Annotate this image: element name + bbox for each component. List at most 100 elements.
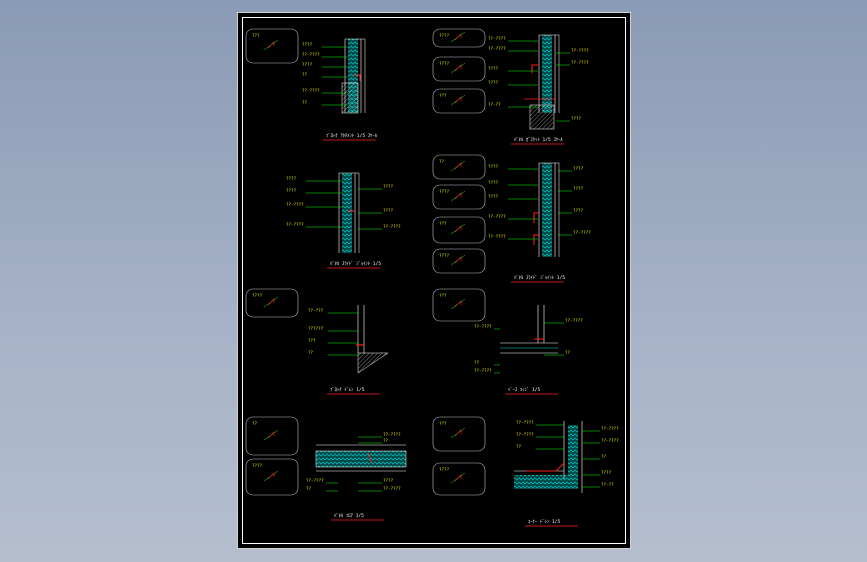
- detail-key-box: [432, 184, 486, 210]
- d7-label: ??-????: [383, 486, 401, 491]
- detail-caption: ﾌﾞﾛｯｸ ﾄﾞﾚﾝ 1/5: [330, 386, 365, 393]
- drawing-sheet: ????????????????????????????????????????…: [237, 12, 631, 549]
- detail-key-box: [432, 416, 486, 452]
- key-mark: [454, 64, 462, 72]
- d2-label: ????: [488, 66, 499, 71]
- d3-label: ????: [286, 188, 297, 193]
- d1-label: ??: [302, 72, 308, 77]
- d4-label: ??-????: [488, 214, 506, 219]
- detail-key-box: [432, 88, 486, 114]
- drawing-frame: [242, 17, 626, 544]
- d4r-label: ????: [573, 186, 584, 191]
- d1-insulation: [348, 39, 358, 113]
- d6l-label: ??-????: [474, 368, 492, 373]
- d5-floor: [357, 352, 389, 374]
- key-mark: [454, 96, 462, 104]
- d6-label: ??: [565, 350, 571, 355]
- d2-sealant: [531, 64, 538, 73]
- detail-key-box: [432, 216, 486, 244]
- detail-key-box: [245, 416, 299, 456]
- d4r-label: ????: [573, 208, 584, 213]
- d7-sealant: [367, 452, 373, 464]
- cad-drawing: ????????????????????????????????????????…: [245, 28, 619, 527]
- d2-label: ??-??: [488, 102, 501, 107]
- d2-label: ??-????: [488, 36, 506, 41]
- key-label: ??: [252, 421, 258, 426]
- d4-label: ??-????: [488, 234, 506, 239]
- d8r-label: ??-??: [601, 482, 614, 487]
- detail-key-box: [432, 56, 486, 82]
- d1-label: ????: [302, 62, 313, 67]
- d6l-label: ??: [474, 360, 480, 365]
- d6l-label: ??-????: [474, 324, 492, 329]
- detail-key-box: [432, 154, 486, 180]
- detail-caption: ﾌﾞﾛｯｸ ｱﾀﾁﾒﾝﾄ 1/5 ｽｹｰﾙ: [326, 132, 378, 139]
- d7-slab: [315, 450, 407, 468]
- d4r-label: ????: [573, 166, 584, 171]
- detail-caption: ﾊﾟﾈﾙ ｶﾞｽｹｯﾄ 1/5 ｽｹｰﾙ: [514, 136, 563, 143]
- d8-insulation-v: [568, 425, 578, 489]
- d7-label: ??: [383, 438, 389, 443]
- d8-sealant: [526, 462, 565, 472]
- key-label: ????: [439, 189, 450, 194]
- d4-label: ????: [488, 194, 499, 199]
- d3-label: ??-????: [286, 202, 304, 207]
- d3r-label: ????: [383, 208, 394, 213]
- d8r-label: ??-????: [601, 426, 619, 431]
- d5-label: ???: [308, 338, 316, 343]
- key-mark: [267, 472, 275, 480]
- detail-key-box: [432, 462, 486, 496]
- key-label: ???: [439, 421, 447, 426]
- detail-key-box: [245, 288, 299, 318]
- key-mark: [267, 431, 275, 439]
- d6-label: ??-????: [565, 318, 583, 323]
- key-label: ???: [439, 93, 447, 98]
- d8-label: ??-????: [516, 420, 534, 425]
- d3r-label: ????: [383, 184, 394, 189]
- d1-label: ??: [302, 100, 308, 105]
- d1-label: ??-????: [302, 88, 320, 93]
- detail-key-box: [245, 458, 299, 496]
- d2-insulation: [542, 35, 552, 113]
- key-label: ????: [252, 463, 263, 468]
- d2r-label: ??-????: [571, 48, 589, 53]
- detail-caption: ﾊﾟﾈﾙ ｽﾗｲﾄﾞ ｼﾞｮｲﾝﾄ 1/5: [330, 260, 381, 267]
- key-mark: [454, 162, 462, 170]
- d4r-label: ??-????: [573, 230, 591, 235]
- d7-label: ??-????: [383, 432, 401, 437]
- detail-caption: ｺｰﾅｰ ﾄﾞﾚﾝ 1/5: [528, 518, 560, 525]
- key-mark: [454, 300, 462, 308]
- d8-label: ??: [516, 444, 522, 449]
- key-label: ????: [252, 293, 263, 298]
- d3-label: ??-????: [286, 222, 304, 227]
- key-mark: [454, 474, 462, 482]
- key-mark: [267, 298, 275, 306]
- d8r-label: ??-????: [601, 438, 619, 443]
- d4-label: ????: [488, 164, 499, 169]
- d8r-label: ????: [601, 470, 612, 475]
- key-label: ???: [439, 293, 447, 298]
- detail-caption: ﾊﾟﾈﾙ ｽﾗｲﾄﾞ ｼﾞｮｲﾝﾄ 1/5: [514, 274, 565, 281]
- d4-sealant: [533, 234, 540, 245]
- key-mark: [267, 41, 275, 49]
- detail-caption: ﾊﾟﾈﾙ ﾌﾛｱ 1/5: [334, 512, 364, 519]
- d3-insulation: [342, 173, 352, 253]
- d2-block: [529, 104, 555, 130]
- d4-insulation: [542, 163, 552, 257]
- d3-label: ????: [286, 176, 297, 181]
- key-mark: [454, 429, 462, 437]
- d7l-label: ??: [306, 486, 312, 491]
- d7l-label: ??-????: [306, 478, 324, 483]
- key-label: ???: [252, 33, 260, 38]
- key-label: ????: [439, 61, 450, 66]
- detail-key-box: [432, 248, 486, 274]
- d2r-label: ????: [571, 116, 582, 121]
- d1-block: [341, 82, 359, 114]
- d4-sealant: [533, 212, 540, 223]
- d5-label: ??????: [308, 326, 324, 331]
- key-label: ????: [439, 33, 450, 38]
- d2-label: ??-????: [488, 46, 506, 51]
- d8-label: ??-????: [516, 432, 534, 437]
- d2r-label: ??-????: [571, 60, 589, 65]
- d8r-label: ??: [601, 454, 607, 459]
